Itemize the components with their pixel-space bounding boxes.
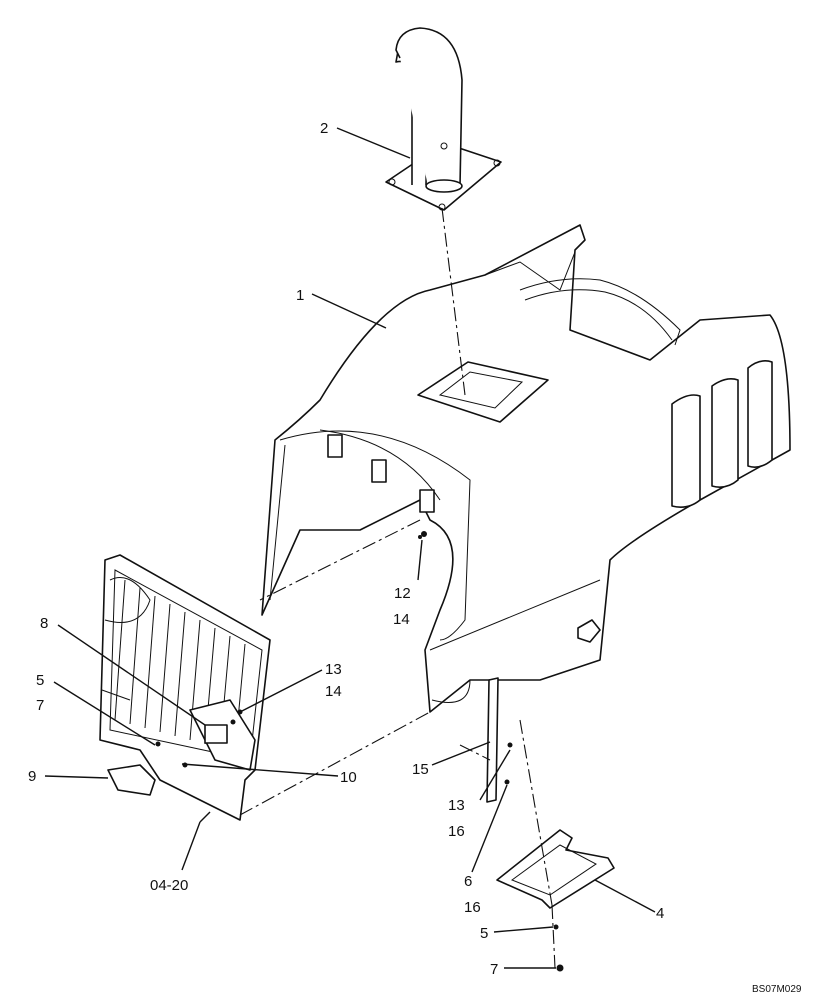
callout-7-upper: 7 (36, 697, 44, 714)
callout-5-upper: 5 (36, 672, 44, 689)
callout-ref-04-20: 04-20 (150, 877, 188, 894)
callout-12: 12 (394, 585, 411, 602)
grille (99, 554, 271, 821)
exhaust-stack (385, 27, 502, 211)
callout-14-lower: 14 (393, 611, 410, 628)
drawing-code: BS07M029 (752, 984, 802, 995)
callout-4: 4 (656, 905, 664, 922)
callout-16-upper: 16 (448, 823, 465, 840)
callout-7-lower: 7 (490, 961, 498, 978)
callout-6: 6 (464, 873, 472, 890)
callout-1: 1 (296, 287, 304, 304)
callout-15: 15 (412, 761, 429, 778)
assembly-lines (239, 207, 556, 969)
mounting-frame (496, 829, 615, 909)
callout-13-upper: 13 (325, 661, 342, 678)
callout-16-lower: 16 (464, 899, 481, 916)
callout-8: 8 (40, 615, 48, 632)
callouts: 1 2 8 5 7 9 13 14 10 04-20 12 14 15 13 1… (28, 120, 802, 995)
callout-9: 9 (28, 768, 36, 785)
hood (261, 224, 791, 713)
callout-2: 2 (320, 120, 328, 137)
leader-lines (44, 127, 656, 969)
callout-5-lower: 5 (480, 925, 488, 942)
callout-14-upper: 14 (325, 683, 342, 700)
support-rod (486, 677, 499, 803)
callout-13-lower: 13 (448, 797, 465, 814)
callout-10: 10 (340, 769, 357, 786)
